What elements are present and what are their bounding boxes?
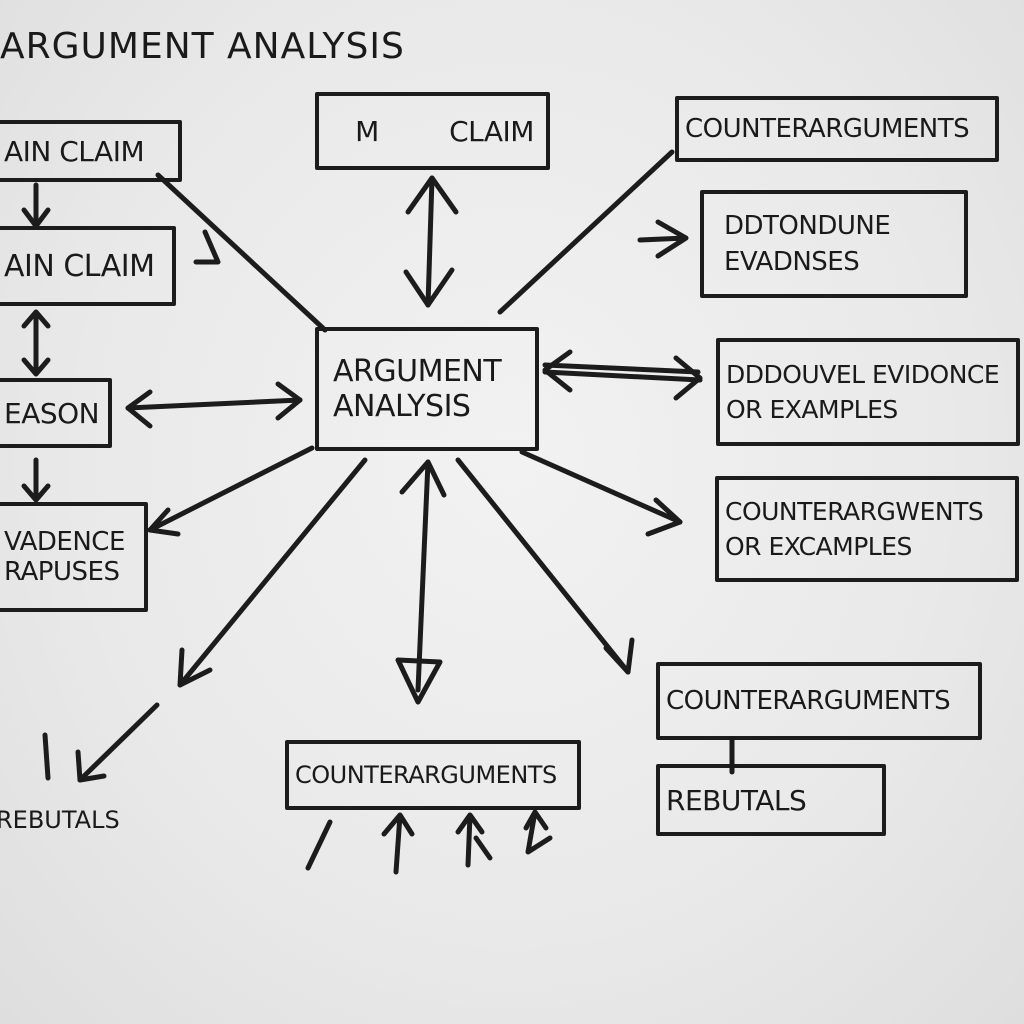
arrow-to-rebuttals-left bbox=[75, 702, 160, 783]
counterarguments-top-label: Counterarguments bbox=[685, 114, 970, 144]
main-claim-top-box: M Claim bbox=[315, 92, 550, 170]
rebuttals-right-label: Rebutals bbox=[666, 783, 807, 817]
connector-stroke bbox=[305, 819, 333, 871]
arrow-center-to-counter-examples bbox=[519, 449, 683, 537]
connector-stroke bbox=[125, 389, 153, 429]
counterarguments-bottom-box: Counterarguments bbox=[285, 740, 581, 810]
connector-stroke bbox=[77, 702, 160, 783]
main-claim-left-box: ain Claim bbox=[0, 120, 182, 182]
rebuttals-right-box: Rebutals bbox=[656, 764, 886, 836]
counterarguments-bottom-label: Counterarguments bbox=[295, 761, 557, 789]
connector-stroke bbox=[275, 381, 303, 421]
connector-stroke bbox=[177, 457, 368, 688]
arrow-evidence-top-right bbox=[637, 219, 689, 259]
evidence-left-line2: rapuses bbox=[4, 557, 120, 587]
evidence-top-right-box: Ddtondune Evadnses bbox=[700, 190, 968, 298]
main-claim-top-prefix: M bbox=[355, 114, 379, 148]
main-claim-left-label: ain Claim bbox=[4, 134, 145, 168]
evidence-top-right-line1: Ddtondune bbox=[724, 211, 891, 241]
connector-stroke bbox=[155, 172, 328, 333]
connector-stroke bbox=[455, 812, 493, 868]
double-arrow-top bbox=[403, 175, 459, 308]
connector-main-claim-left bbox=[155, 172, 328, 333]
connector-stroke bbox=[177, 647, 213, 688]
connector-stroke bbox=[673, 355, 703, 401]
evidence-top-right-line2: Evadnses bbox=[724, 247, 860, 277]
connector-stroke bbox=[603, 637, 635, 675]
connector-stroke bbox=[405, 175, 459, 215]
connector-stroke bbox=[542, 349, 573, 393]
connector-stroke bbox=[193, 229, 221, 265]
double-arrow-evidence-examples bbox=[542, 349, 703, 401]
connector-stroke bbox=[147, 507, 181, 537]
page-title: Argument Analysis bbox=[0, 26, 405, 67]
connector-stroke bbox=[455, 457, 631, 675]
counterarguments-bottom-right-box: Counterarguments bbox=[656, 662, 982, 740]
connector-stroke bbox=[399, 459, 447, 498]
double-arrow-reason bbox=[125, 381, 303, 429]
connector-counterarguments-top bbox=[497, 149, 675, 315]
evidence-examples-line1: Dddouvel Evidonce bbox=[726, 360, 1000, 389]
counter-examples-box: Counterargwents or Excamples bbox=[715, 476, 1019, 582]
double-arrow-left-2 bbox=[21, 309, 51, 377]
double-arrow-bottom bbox=[395, 459, 447, 705]
connector-stroke bbox=[542, 362, 703, 383]
main-claim-left2-box: ain Claim bbox=[0, 226, 176, 306]
bottom-arrows bbox=[305, 809, 553, 875]
center-box: Argument Analysis bbox=[315, 327, 539, 451]
connector-stroke bbox=[415, 459, 431, 693]
connector-stroke bbox=[395, 657, 443, 705]
main-claim-top-label: Claim bbox=[449, 114, 534, 148]
reason-label: eason bbox=[4, 396, 100, 430]
center-line2: Analysis bbox=[333, 389, 471, 424]
evidence-left-line1: vadence bbox=[4, 527, 125, 557]
counterarguments-top-box: Counterarguments bbox=[675, 96, 999, 162]
reason-box: eason bbox=[0, 378, 112, 448]
evidence-examples-line2: or Examples bbox=[726, 395, 898, 424]
connector-stroke bbox=[519, 449, 683, 525]
connector-stroke bbox=[523, 809, 553, 855]
connector-stroke bbox=[125, 397, 303, 411]
counterarguments-bottom-right-label: Counterarguments bbox=[666, 686, 951, 716]
counter-examples-line2: or Excamples bbox=[725, 532, 912, 561]
center-line1: Argument bbox=[333, 354, 502, 389]
connector-stroke bbox=[425, 175, 435, 308]
down-arrow-left-3 bbox=[21, 457, 51, 503]
tick-mark-left bbox=[42, 732, 51, 781]
arrow-center-to-lower-left bbox=[177, 457, 368, 688]
evidence-examples-box: Dddouvel Evidonce or Examples bbox=[716, 338, 1020, 446]
connector-stroke bbox=[645, 497, 683, 537]
down-arrow-left-1 bbox=[21, 182, 51, 229]
arrow-center-to-evidence-left bbox=[147, 445, 315, 537]
evidence-left-box: vadence rapuses bbox=[0, 502, 148, 612]
rebuttals-left-label: Rebutals bbox=[0, 806, 120, 834]
connector-stroke bbox=[381, 812, 415, 875]
counter-examples-line1: Counterargwents bbox=[725, 497, 984, 526]
arrow-center-to-lower-right bbox=[455, 457, 635, 675]
connector-stroke bbox=[403, 267, 455, 308]
connector-stroke bbox=[147, 445, 315, 533]
connector-stroke bbox=[75, 749, 107, 783]
main-claim-left2-label: ain Claim bbox=[4, 248, 155, 284]
